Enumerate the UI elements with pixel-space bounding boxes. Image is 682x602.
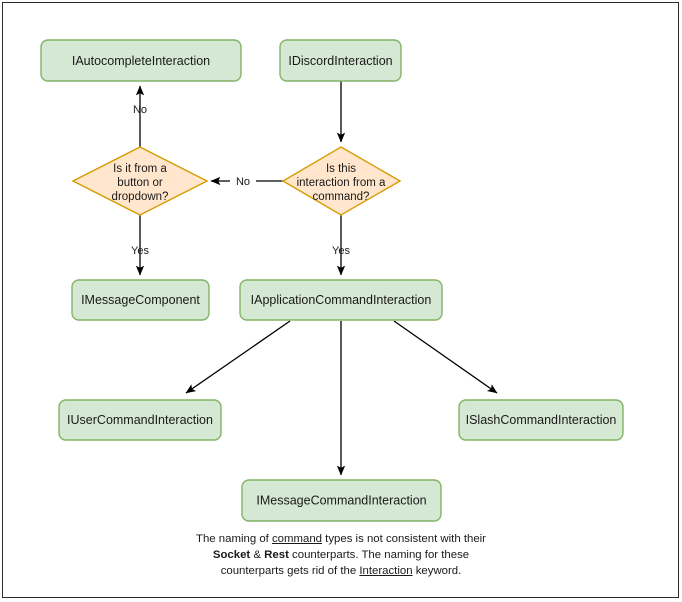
edge-label-no-horizontal: No	[236, 176, 250, 188]
node-decision-from-command[interactable]: Is this interaction from a command?	[281, 146, 402, 216]
node-label-slashcommand: ISlashCommandInteraction	[466, 413, 617, 427]
decision-command-line-1: Is this	[326, 163, 356, 175]
decision-command-line-2: interaction from a	[297, 177, 386, 189]
caption-line2-rest: counterparts. The naming for these	[288, 549, 470, 561]
node-label-messagecomponent: IMessageComponent	[81, 293, 200, 307]
edge-button-decision-to-messagecomponent: Yes	[131, 215, 149, 276]
edge-command-decision-to-appcommand: Yes	[332, 215, 350, 276]
node-decision-button-or-dropdown[interactable]: Is it from a button or dropdown?	[71, 146, 209, 216]
node-label-appcommand: IApplicationCommandInteraction	[251, 293, 432, 307]
node-message-command-interaction[interactable]: IMessageCommandInteraction	[241, 479, 442, 522]
caption-line1-part2: types is not consistent with their	[322, 533, 486, 545]
caption-bold-rest: Rest	[264, 549, 289, 561]
node-discord-interaction[interactable]: IDiscordInteraction	[279, 39, 402, 82]
caption-line-2: Socket & Rest counterparts. The naming f…	[0, 547, 682, 563]
caption-line3-part1: counterparts gets rid of the	[220, 565, 360, 577]
decision-button-line-3: dropdown?	[112, 191, 169, 203]
node-slash-command-interaction[interactable]: ISlashCommandInteraction	[458, 399, 624, 441]
node-label-discord: IDiscordInteraction	[288, 54, 392, 68]
node-label-autocomplete: IAutocompleteInteraction	[72, 54, 210, 68]
node-label-messagecommand: IMessageCommandInteraction	[256, 493, 426, 507]
caption-amp: &	[250, 549, 265, 561]
edge-label-yes-left: Yes	[131, 245, 149, 257]
caption-underline-interaction: Interaction	[359, 565, 413, 577]
decision-button-line-2: button or	[117, 177, 163, 189]
node-message-component[interactable]: IMessageComponent	[71, 279, 210, 321]
caption-line1-part1: The naming of	[196, 533, 272, 545]
edge-button-decision-to-autocomplete: No	[133, 85, 147, 147]
decision-command-line-3: command?	[313, 191, 370, 203]
caption-line-3: counterparts gets rid of the Interaction…	[0, 563, 682, 579]
edge-command-decision-to-button-decision: No	[210, 173, 283, 188]
node-user-command-interaction[interactable]: IUserCommandInteraction	[58, 399, 222, 441]
caption-line-1: The naming of command types is not consi…	[0, 531, 682, 547]
edge-label-no-up: No	[133, 104, 147, 116]
edge-appcommand-to-usercommand	[185, 320, 291, 394]
caption-underline-command: command	[271, 533, 322, 545]
node-autocomplete-interaction[interactable]: IAutocompleteInteraction	[40, 39, 242, 82]
edge-appcommand-to-slashcommand	[393, 320, 498, 394]
diagram-caption: The naming of command types is not consi…	[0, 531, 682, 579]
decision-button-line-1: Is it from a	[113, 163, 167, 175]
edge-label-yes-right: Yes	[332, 245, 350, 257]
node-label-usercommand: IUserCommandInteraction	[67, 413, 213, 427]
caption-bold-socket: Socket	[212, 549, 251, 561]
node-application-command-interaction[interactable]: IApplicationCommandInteraction	[239, 279, 443, 321]
caption-line3-part2: keyword.	[412, 565, 462, 577]
